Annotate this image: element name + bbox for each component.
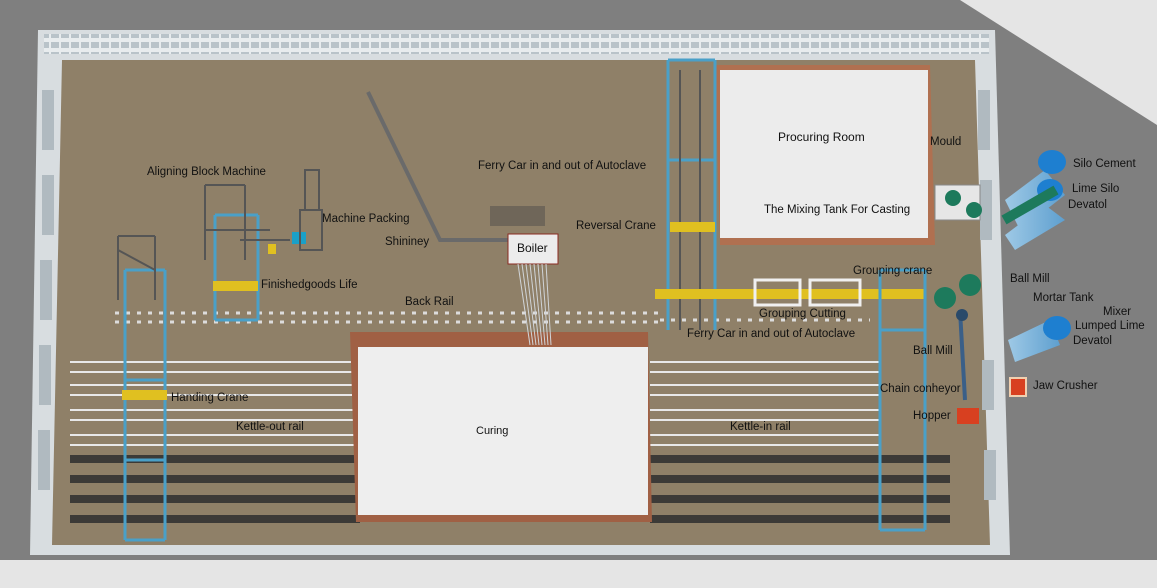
label-mortar-tank: Mortar Tank [1033, 292, 1094, 304]
reversal-crane-beam [670, 222, 715, 232]
label-grouping-crane: Grouping crane [853, 265, 933, 277]
curing-room [350, 332, 652, 522]
lumped-lime-silo [1008, 316, 1071, 362]
mixer-head [956, 309, 968, 321]
label-jaw-crusher: Jaw Crusher [1033, 380, 1098, 392]
rail-tracks [70, 455, 950, 523]
label-mixer: Mixer [1103, 306, 1132, 318]
jaw-crusher-unit [1009, 377, 1027, 397]
procuring-room [715, 65, 935, 245]
aligning-block-machine-frame [204, 184, 290, 260]
label-machine-packing: Machine Packing [322, 213, 410, 225]
label-ball-mill-mid: Ball Mill [913, 345, 953, 357]
handing-crane-beam [122, 390, 167, 400]
label-devatol-bottom: Devatol [1073, 335, 1112, 347]
label-devatol-top: Devatol [1068, 199, 1107, 211]
label-reversal-crane: Reversal Crane [576, 220, 656, 232]
label-shininey: Shininey [385, 236, 430, 248]
kettle-rails [70, 361, 880, 446]
label-mixing-tank: The Mixing Tank For Casting [764, 204, 911, 216]
label-curing: Curing [476, 425, 509, 437]
finishedgoods-crane-beam [213, 281, 258, 291]
machine-packing-unit [292, 169, 323, 251]
chimney-pipe [366, 91, 510, 242]
hopper-unit [957, 408, 979, 424]
label-kettle-in-rail: Kettle-in rail [730, 421, 791, 433]
aligning-block-piece [268, 244, 276, 254]
label-lime-silo: Lime Silo [1072, 183, 1120, 195]
mixing-tank [934, 184, 982, 221]
label-silo-cement: Silo Cement [1073, 158, 1136, 170]
label-mould: Mould [930, 136, 962, 148]
label-procuring-room: Procuring Room [778, 130, 865, 144]
handing-crane-top [117, 235, 156, 300]
label-kettle-out-rail: Kettle-out rail [236, 421, 304, 433]
label-grouping-cutting: Grouping Cutting [759, 308, 846, 320]
label-ball-mill-right: Ball Mill [1010, 273, 1050, 285]
silo-conveyor [1001, 185, 1059, 225]
label-finishedgoods-life: Finishedgoods Life [261, 279, 358, 291]
label-ferry-car-bottom: Ferry Car in and out of Autoclave [687, 328, 856, 340]
boiler-unit [490, 206, 559, 346]
reversal-crane-frame [666, 58, 717, 330]
finishedgoods-crane-frame [213, 213, 260, 322]
ball-mill-pipe [958, 309, 967, 401]
label-lumped-lime: Lumped Lime [1075, 320, 1145, 332]
left-wall-windows [38, 90, 54, 490]
handing-crane-frame [123, 268, 167, 542]
label-hopper: Hopper [913, 410, 951, 422]
roof-skylights [44, 34, 989, 54]
right-wall-windows [978, 90, 996, 500]
right-crane-frame [878, 268, 927, 532]
label-chain-conveyor: Chain conheyor [880, 383, 961, 395]
back-rail [115, 311, 870, 324]
label-handing-crane: Handing Crane [171, 392, 249, 404]
label-ferry-car-top: Ferry Car in and out of Autoclave [478, 160, 647, 172]
grouping-cutting-machines [753, 278, 862, 307]
label-back-rail: Back Rail [405, 296, 454, 308]
reversal-crane-rails [679, 70, 701, 330]
mortar-tanks [934, 274, 981, 309]
grouping-crane-beam [655, 289, 925, 299]
label-boiler: Boiler [517, 241, 548, 255]
label-aligning-block-machine: Aligning Block Machine [147, 166, 266, 178]
